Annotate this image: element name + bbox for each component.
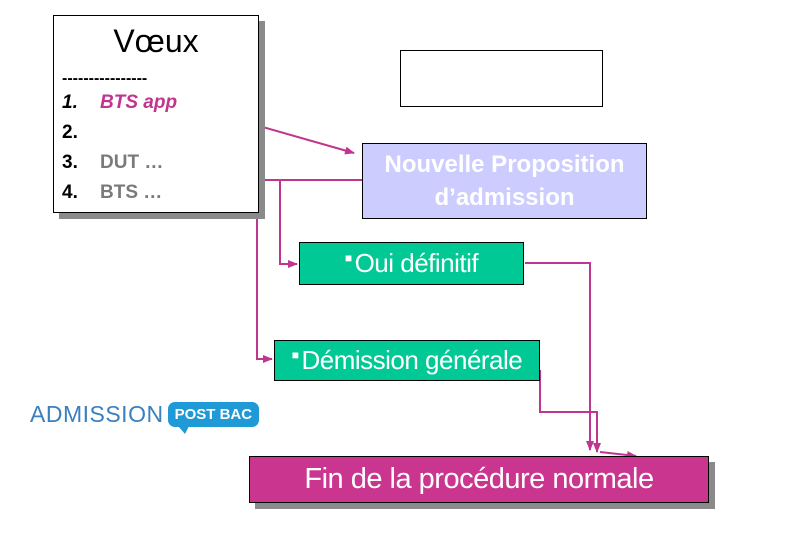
bullet-icon: ■ [345, 251, 352, 265]
voeu-item-4: 4. BTS … [62, 178, 250, 208]
voeu-item-1: 1. BTS app [62, 88, 250, 118]
nouvelle-proposition-box: Nouvelle Proposition d’admission [362, 143, 647, 219]
fin-procedure-box: Fin de la procédure normale [249, 456, 709, 503]
voeu-number: 2. [62, 118, 100, 148]
voeux-title: Vœux [62, 22, 250, 60]
voeu-item-2: 2. [62, 118, 250, 148]
voeu-number: 3. [62, 148, 100, 178]
empty-box [400, 50, 603, 107]
bullet-icon: ■ [292, 348, 299, 362]
admission-post-bac-logo: ADMISSION POST BAC [30, 400, 259, 428]
logo-badge-text: POST BAC [175, 406, 253, 423]
arrow-to-oui [280, 180, 297, 264]
voeu-number: 1. [62, 88, 100, 118]
logo-badge: POST BAC [168, 402, 260, 427]
logo-word: ADMISSION [30, 400, 164, 428]
voeu-label: BTS app [100, 88, 177, 118]
voeu-label: BTS … [100, 178, 162, 208]
oui-definitif-label: Oui définitif [355, 248, 479, 279]
voeux-separator: ---------------- [62, 70, 250, 88]
voeu-number: 4. [62, 178, 100, 208]
voeu-label: DUT … [100, 148, 163, 178]
demission-generale-label: Démission générale [301, 345, 522, 376]
demission-generale-box: ■ Démission générale [274, 340, 540, 381]
voeu-item-3: 3. DUT … [62, 148, 250, 178]
arrow-demission-to-fin [540, 370, 597, 452]
speech-bubble-tail-icon [178, 426, 189, 434]
voeux-list-box: Vœux ---------------- 1. BTS app 2. 3. D… [53, 15, 259, 213]
oui-definitif-box: ■ Oui définitif [299, 242, 524, 285]
arrow-to-demission [257, 213, 272, 359]
